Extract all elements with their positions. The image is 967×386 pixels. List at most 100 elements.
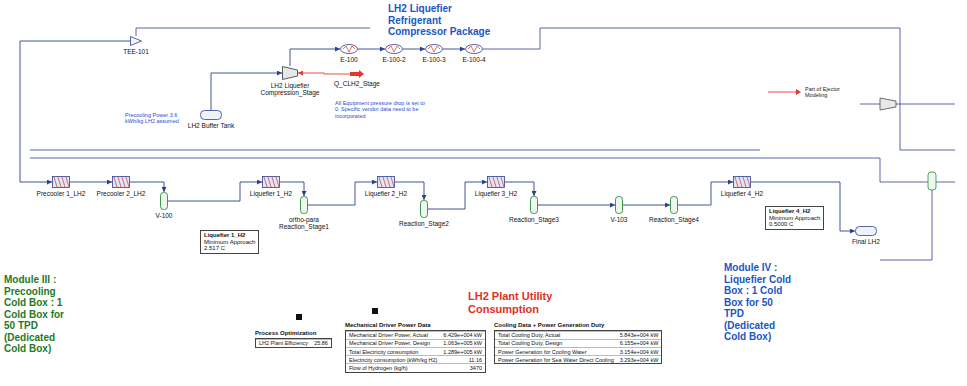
equipment-label: Reaction_Stage2 (399, 220, 449, 227)
stream-line (30, 150, 760, 151)
exchanger-body (378, 177, 395, 188)
material-stream-line (403, 49, 425, 50)
equipment-label: Precooler 2_LH2 (97, 190, 146, 197)
vessel-body (161, 193, 168, 210)
cooler-symbol (465, 44, 483, 54)
equipment-label: ortho-para Reaction_Stage1 (277, 216, 331, 231)
exchanger-hatch (62, 177, 65, 187)
cooler-coil (468, 46, 480, 52)
separator-vessel: Reaction_Stage2 (399, 200, 449, 227)
data-table: Process OptimizationLH2 Plant Efficiency… (255, 330, 332, 348)
table-cell: 3470 (440, 363, 485, 371)
equipment-label: Liquefier 3_H2 (475, 190, 517, 197)
section-heading: Module III : Precooling Cold Box : 1 Col… (4, 274, 66, 355)
heat-exchanger: Liquefier 2_H2 (365, 176, 407, 197)
table-cell: Mechanical Driver Power, Design (346, 339, 440, 347)
exchanger-hatch (276, 177, 279, 187)
table-cell: 25.86 (311, 339, 331, 347)
cooler-body (341, 45, 358, 54)
exchanger-body (53, 177, 70, 188)
box-text: Minimum Approach (204, 239, 255, 246)
mixer-tee: TEE-101 (123, 36, 149, 55)
stream-line (136, 28, 370, 36)
exchanger-body (263, 177, 280, 188)
equipment-label: Liquefier 4_H2 (721, 190, 763, 197)
material-stream-line (168, 182, 262, 201)
cooler-body (466, 45, 483, 54)
table-cell: Total Electricity consumption (346, 347, 440, 355)
compressor-symbol (880, 98, 896, 110)
equipment-label: V-100 (156, 212, 173, 219)
equipment-label: Reaction_Stage4 (649, 216, 699, 223)
vessel-symbol (420, 200, 428, 218)
exchanger-hatch (747, 177, 750, 187)
cooler-symbol (340, 44, 358, 54)
tank-body (855, 227, 876, 236)
energy-stream-line (298, 73, 350, 74)
storage-tank: LH2 Buffer Tank (188, 110, 234, 129)
exchanger-hatch (54, 177, 57, 187)
table-cell: Flow of Hydrogen (kg/h) (346, 363, 440, 371)
vessel-body (671, 197, 678, 214)
hx-symbol (262, 176, 280, 188)
exchanger-hatch (391, 177, 394, 187)
equipment-label: Final LH2 (852, 238, 880, 245)
vessel-body (531, 197, 538, 214)
table-cell: Mechanical Driver Power, Actual (346, 331, 440, 339)
result-box: Liquefier 4_H2Minimum Approach0.5000 C (765, 206, 824, 230)
vessel-symbol (670, 196, 678, 214)
cooler-coil (428, 46, 440, 52)
diagram-title: LH2 Liquefier Refrigerant Compressor Pac… (388, 3, 500, 38)
exchanger-hatch (497, 177, 500, 187)
table-cell: 3.154e+004 kW (617, 347, 662, 355)
table-cell: 6.429e+004 kW (440, 331, 485, 339)
exchanger-hatch (379, 177, 382, 187)
table-grid: Mechanical Driver Power, Actual6.429e+00… (345, 330, 486, 373)
box-text: 2.517 C (204, 245, 255, 252)
material-stream-line (20, 41, 130, 182)
stream-line (483, 28, 955, 150)
equipment-label: Liquefier 1_H2 (250, 190, 292, 197)
heat-exchanger: Precooler 2_LH2 (97, 176, 146, 197)
exchanger-hatch (387, 177, 390, 187)
exchanger-hatch (383, 177, 386, 187)
annotation-note: Precooling Power 3.6 kWh/kg LH2 assumed (125, 112, 181, 125)
heat-exchanger: Liquefier 4_H2 (721, 176, 763, 197)
cooler-unit: E-100-4 (462, 44, 485, 63)
separator-vessel: Reaction_Stage3 (509, 196, 559, 223)
table-cell: LH2 Plant Efficiency (256, 339, 311, 347)
section-heading: Module IV : Liquefier Cold Box : 1 Cold … (724, 262, 792, 343)
exchanger-hatch (743, 177, 746, 187)
vessel-symbol (300, 196, 308, 214)
cooler-coil (343, 46, 355, 52)
exchanger-body (734, 177, 751, 188)
compressor-unit: LH2 Liquefier Compression_Stage (259, 66, 321, 97)
stream-line (936, 182, 955, 183)
material-stream-line (623, 205, 670, 206)
stream-group (30, 28, 955, 260)
energy-stream (768, 92, 796, 93)
separator-vessel: Reaction_Stage4 (649, 196, 699, 223)
exchanger-body (488, 177, 505, 188)
exchanger-hatch (739, 177, 742, 187)
cooler-symbol (385, 44, 403, 54)
energy-arrowhead (796, 89, 801, 95)
tank-body (201, 111, 222, 120)
table-cell: Electricity consumption (kWh/kg H2) (346, 355, 440, 363)
cooler-unit: E-100-3 (422, 44, 445, 63)
vessel-symbol (160, 192, 168, 210)
exchanger-hatch (268, 177, 271, 187)
exchanger-hatch (272, 177, 275, 187)
table-cell: Power Generation for Sea Water Direct Co… (495, 355, 617, 363)
equipment-label: V-103 (611, 216, 628, 223)
vessel-body (616, 197, 623, 214)
table-heading: Process Optimization (255, 330, 332, 337)
vessel-symbol (530, 196, 538, 214)
table-cell: Total Cooling Duty, Actual (495, 331, 617, 339)
tank-symbol (200, 110, 222, 120)
cooler-body (386, 45, 403, 54)
energy-symbol (350, 70, 364, 78)
stream-line (760, 158, 928, 182)
heat-exchanger: Liquefier 3_H2 (475, 176, 517, 197)
table-grid: LH2 Plant Efficiency25.86 (255, 338, 332, 348)
